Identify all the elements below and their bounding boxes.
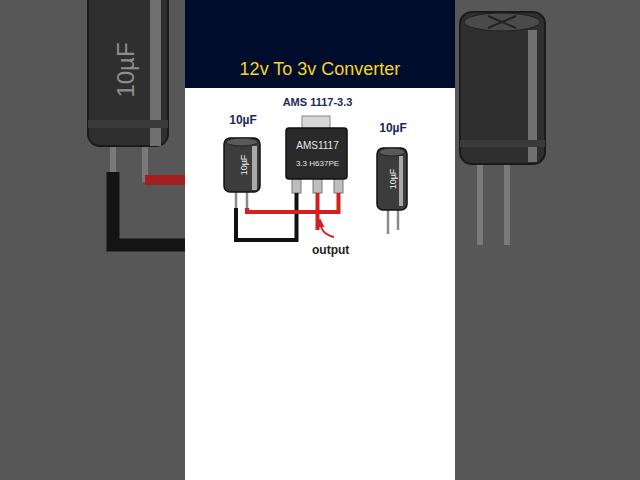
text-holder: 10µF [233, 155, 251, 176]
title-holder: 12v To 3v Converter [185, 60, 455, 80]
capacitor-symbol [224, 138, 260, 210]
chip-marking: 3.3 H637PE [296, 160, 339, 169]
capacitor: 10µF 10µF [373, 118, 413, 234]
capacitor-marking: 10µF [240, 155, 250, 176]
text-holder: 10µF [382, 169, 400, 190]
label-holder: 10µF [113, 42, 139, 97]
regulator: AMS 1117-3.3AMS1117 3.3 H637PE [270, 92, 365, 193]
title-band [185, 0, 455, 88]
part-name: AMS 1117-3.3 [283, 96, 353, 108]
input-wire [247, 193, 339, 212]
output-label: output [312, 244, 349, 257]
capacitor-symbol [377, 148, 407, 234]
capacitor: 10µF 10µF [222, 110, 264, 208]
ground-wire [236, 193, 297, 240]
regulator-symbol [286, 116, 347, 193]
text-holder: 10µF [373, 118, 413, 136]
capacitor-value: 10µF [229, 114, 257, 127]
side-panel [455, 0, 640, 480]
text-holder: AMS 1117-3.3 [255, 92, 380, 110]
leader-arrow [320, 220, 334, 237]
text-holder: 10µF [222, 110, 264, 128]
center-panel [185, 0, 455, 480]
capacitor-value: 10µF [379, 122, 407, 135]
capacitor-marking: 10µF [113, 42, 139, 97]
title: 12v To 3v Converter [240, 60, 401, 80]
capacitor-zoom [88, 0, 185, 245]
text-holder: AMS1117 [288, 135, 347, 153]
label-holder: output [312, 240, 362, 258]
capacitor-marking: 10µF [389, 169, 399, 190]
capacitor-zoom [460, 12, 545, 245]
text-holder: 3.3 H637PE [288, 152, 347, 170]
chip-marking: AMS1117 [296, 140, 338, 151]
